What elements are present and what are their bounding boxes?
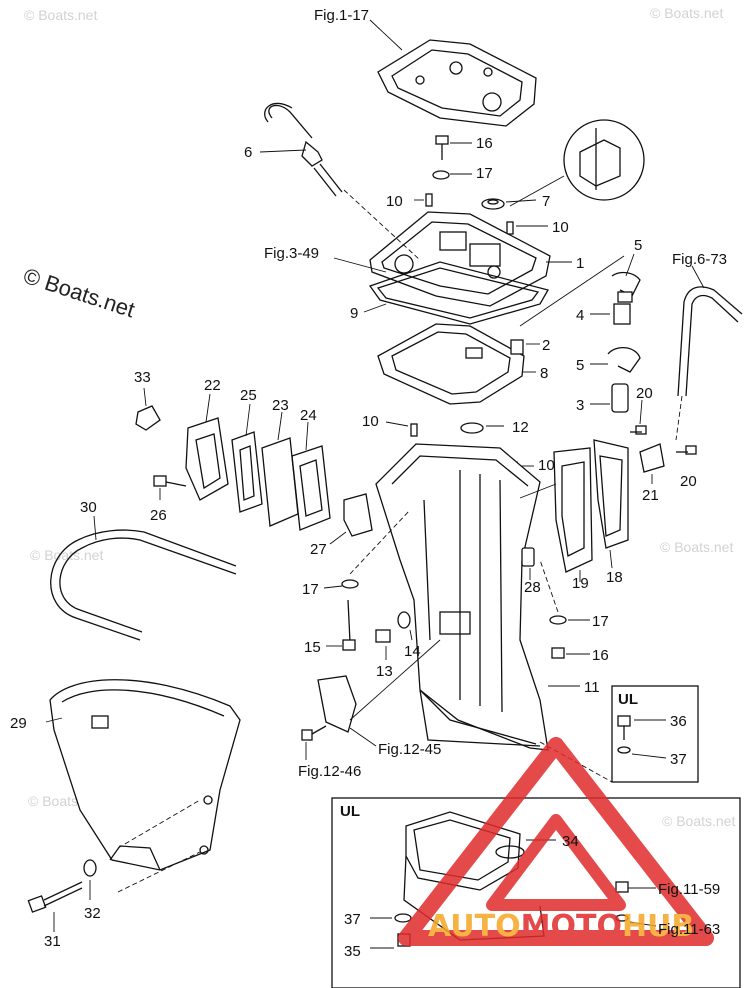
ul-label-small: UL (618, 691, 638, 708)
hose (675, 265, 743, 441)
ref-fig12-45: Fig.12-45 (378, 741, 441, 758)
side-cover-18-19 (519, 439, 629, 582)
bolts-20-and-clip-21 (630, 399, 697, 484)
watermark-text: © Boats.net (24, 7, 97, 23)
part-number: 3 (576, 397, 584, 414)
lower-cowl-29 (45, 679, 241, 893)
part-number: 2 (542, 337, 550, 354)
part-number: 21 (642, 487, 659, 504)
part-number: 35 (344, 943, 361, 960)
oil-seal-and-pins (414, 193, 548, 235)
bracket-fig12 (301, 639, 441, 760)
plug-28 (521, 547, 535, 580)
port-cover-group (135, 387, 373, 545)
part-number: 1 (576, 255, 584, 272)
part-number: 37 (344, 911, 361, 928)
rubber-seal-30 (50, 515, 237, 641)
part-number: 24 (300, 407, 317, 424)
part-number: 4 (576, 307, 584, 324)
part-number: 12 (512, 419, 529, 436)
automotohub-logo: AUTOMOTOHUB (398, 737, 714, 946)
watermark-text: © Boats.net (30, 547, 103, 563)
part-number: 25 (240, 387, 257, 404)
part-number: 5 (576, 357, 584, 374)
part-number: 20 (680, 473, 697, 490)
part-numbers: 1 2 3 4 5 5 6 7 8 9 10 10 10 10 11 12 13… (10, 135, 697, 960)
part-number: 14 (404, 643, 421, 660)
part-number: 10 (362, 413, 379, 430)
logo-text: AUTOMOTOHUB (428, 909, 694, 944)
part-number: 36 (670, 713, 687, 730)
ref-fig6-73: Fig.6-73 (672, 251, 727, 268)
watermark-text: © Boats.net (662, 813, 735, 829)
part-number: 18 (606, 569, 623, 586)
part-number: 33 (134, 369, 151, 386)
filter-group (519, 253, 641, 413)
part-number: 16 (592, 647, 609, 664)
part-number: 11 (584, 679, 600, 696)
detail-magnifier (509, 119, 645, 207)
part-number: 26 (150, 507, 167, 524)
gasket-9 (363, 261, 549, 325)
part-number: 34 (562, 833, 579, 850)
part-number: 13 (376, 663, 393, 680)
ref-fig11-63: Fig.11-63 (658, 921, 720, 938)
upper-casing-part-1 (333, 189, 572, 307)
part-number: 8 (540, 365, 548, 382)
top-gasket (369, 19, 537, 127)
part-number: 7 (542, 193, 550, 210)
part-number: 29 (10, 715, 27, 732)
part-number: 31 (44, 933, 61, 950)
part-number: 9 (350, 305, 358, 322)
bolt-31-washer-32 (27, 859, 97, 932)
part-number: 22 (204, 377, 221, 394)
part-number: 27 (310, 541, 327, 558)
part-number: 6 (244, 144, 252, 161)
part-number: 20 (636, 385, 653, 402)
part-number: 17 (302, 581, 319, 598)
part-number: 30 (80, 499, 97, 516)
part-number: 37 (670, 751, 687, 768)
ref-fig11-59: Fig.11-59 (658, 881, 720, 898)
part-number: 32 (84, 905, 101, 922)
part-number: 23 (272, 397, 289, 414)
part-number: 28 (524, 579, 541, 596)
watermark-text: © Boats.net (660, 539, 733, 555)
part-number: 5 (634, 237, 642, 254)
lower-casing-part-11 (375, 443, 580, 751)
part-number: 17 (476, 165, 493, 182)
watermark-main-text: © Boats.net (20, 263, 137, 322)
gasket-8 (377, 323, 536, 405)
figure-references: Fig.1-17 Fig.3-49 Fig.6-73 Fig.12-45 Fig… (264, 7, 727, 938)
lower-fasteners (323, 509, 590, 660)
fitting-2 (510, 339, 540, 355)
part-number: 10 (538, 457, 555, 474)
part-number: 16 (476, 135, 493, 152)
part-number: 10 (386, 193, 403, 210)
part-number: 19 (572, 575, 589, 592)
dipstick (259, 102, 343, 197)
part-number: 17 (592, 613, 609, 630)
ul-label-large: UL (340, 803, 360, 820)
part-number: 10 (552, 219, 569, 236)
ref-fig3-49: Fig.3-49 (264, 245, 319, 262)
top-bolt-and-washer (432, 135, 472, 180)
part-number: 15 (304, 639, 321, 656)
watermark-text: © Boats.net (650, 5, 723, 21)
ref-fig12-46: Fig.12-46 (298, 763, 361, 780)
ref-fig1-17: Fig.1-17 (314, 7, 369, 24)
